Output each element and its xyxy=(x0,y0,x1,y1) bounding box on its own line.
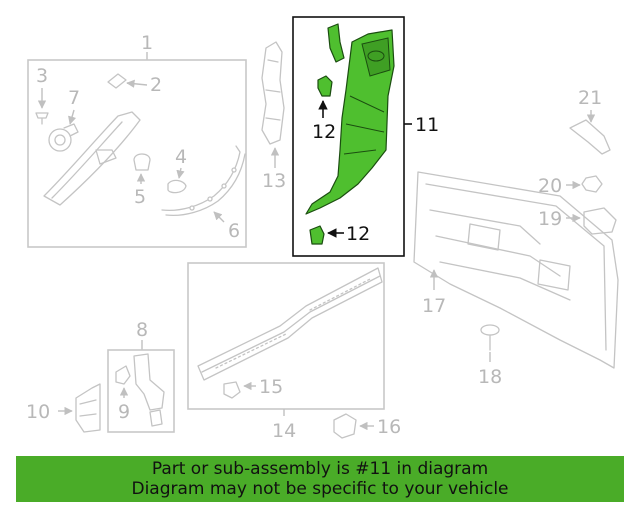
part-6-harness[interactable] xyxy=(161,145,241,212)
group-1-assembly[interactable]: 1 2 3 7 4 5 6 xyxy=(27,32,247,248)
callout-12-lower: 12 xyxy=(346,223,370,245)
part-10-bracket[interactable]: 10 xyxy=(26,383,101,433)
part-20-nut[interactable]: 20 xyxy=(538,175,603,197)
part-21-trim[interactable]: 21 xyxy=(569,87,611,155)
callout-7: 7 xyxy=(68,87,80,109)
part-12-clip-upper[interactable] xyxy=(317,75,333,97)
callout-21: 21 xyxy=(578,87,602,109)
callout-15: 15 xyxy=(259,376,283,398)
info-banner: Part or sub-assembly is #11 in diagram D… xyxy=(16,456,624,502)
banner-line-2: Diagram may not be specific to your vehi… xyxy=(131,479,509,499)
callout-19: 19 xyxy=(538,208,562,230)
part-12-clip-lower[interactable] xyxy=(309,225,325,245)
part-15-clip[interactable] xyxy=(223,381,241,399)
callout-3: 3 xyxy=(36,65,48,87)
callout-11: 11 xyxy=(415,114,439,136)
part-11-frame xyxy=(292,16,405,257)
part-16-clip[interactable]: 16 xyxy=(333,413,401,439)
group-1-box xyxy=(27,59,247,248)
part-19-clip[interactable]: 19 xyxy=(538,207,617,235)
callout-17: 17 xyxy=(422,295,446,317)
part-2-clip[interactable] xyxy=(107,73,127,89)
part-11-top-bracket[interactable] xyxy=(327,23,345,63)
part-7-pillar-trim[interactable] xyxy=(43,111,141,206)
callout-9: 9 xyxy=(118,401,130,423)
part-17-back-panel[interactable]: 17 xyxy=(413,171,619,369)
callout-2: 2 xyxy=(150,74,162,96)
part-7-clip[interactable] xyxy=(48,128,72,152)
part-18-bolt[interactable]: 18 xyxy=(478,324,502,388)
part-4-grommet[interactable] xyxy=(167,179,187,194)
part-13-bracket[interactable]: 13 xyxy=(261,41,286,192)
callout-5: 5 xyxy=(134,186,146,208)
callout-1: 1 xyxy=(141,32,153,54)
callout-4: 4 xyxy=(175,146,187,168)
part-8-bracket[interactable] xyxy=(133,353,165,411)
part-14-sill-plate[interactable] xyxy=(197,267,383,381)
callout-16: 16 xyxy=(377,416,401,438)
callout-18: 18 xyxy=(478,366,502,388)
group-8-box xyxy=(107,349,175,433)
callout-14: 14 xyxy=(272,420,296,442)
part-5-grommet[interactable] xyxy=(133,153,151,171)
callout-20: 20 xyxy=(538,175,562,197)
group-14-sill[interactable]: 15 14 xyxy=(187,262,385,442)
callout-10: 10 xyxy=(26,401,50,423)
part-11-pillar-trim[interactable] xyxy=(305,29,395,215)
callout-13: 13 xyxy=(262,170,286,192)
callout-8: 8 xyxy=(136,319,148,341)
group-14-box xyxy=(187,262,385,410)
group-8-assembly[interactable]: 8 9 xyxy=(107,319,175,433)
part-11-box[interactable]: 12 12 xyxy=(292,16,405,257)
callout-12-upper: 12 xyxy=(312,121,336,143)
part-9-clip[interactable] xyxy=(115,365,131,385)
callout-6: 6 xyxy=(228,220,240,242)
part-3-screw[interactable] xyxy=(35,112,49,125)
banner-line-1: Part or sub-assembly is #11 in diagram xyxy=(151,459,489,479)
